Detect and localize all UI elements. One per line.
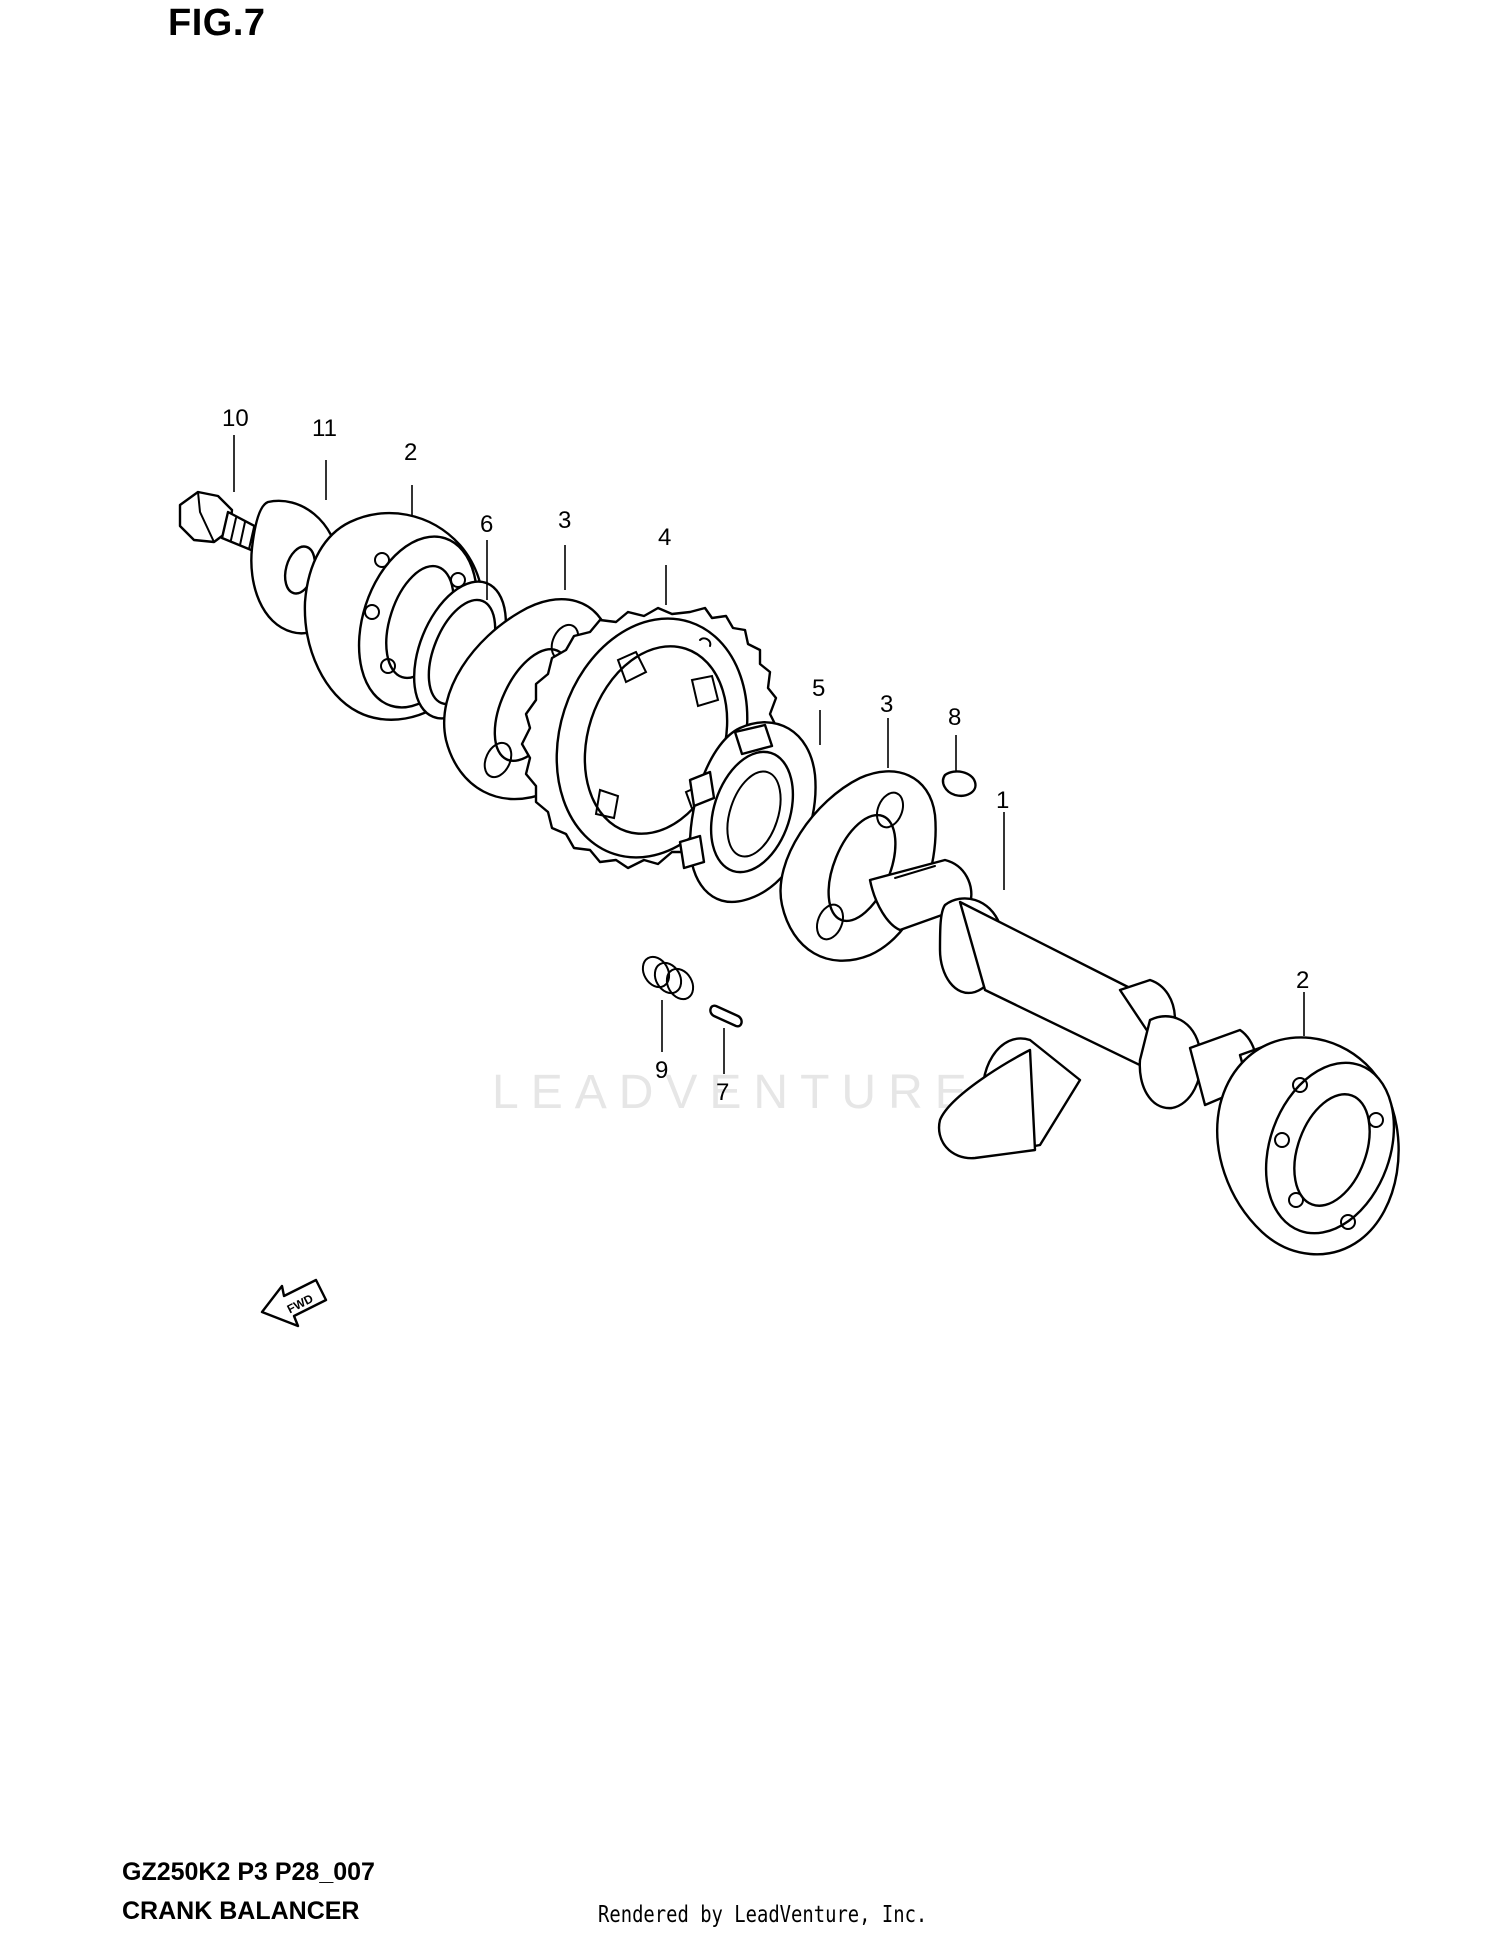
render-credit: Rendered by LeadVenture, Inc. — [598, 1902, 928, 1928]
balancer-shaft-part-1[interactable] — [868, 858, 1283, 1160]
figure-title: FIG.7 — [168, 2, 266, 44]
bolt-part-10[interactable] — [178, 490, 264, 554]
callout-7: 7 — [716, 1079, 729, 1106]
bearing-part-2-bottom[interactable] — [1216, 1036, 1416, 1256]
callout-4: 4 — [658, 524, 671, 551]
damper-part-5[interactable] — [678, 721, 817, 903]
callout-6: 6 — [480, 511, 493, 538]
callout-3-right: 3 — [880, 691, 893, 718]
key-part-8[interactable] — [941, 770, 977, 797]
spring-part-9[interactable] — [638, 952, 699, 1004]
callout-11: 11 — [312, 415, 337, 442]
leader-lines — [233, 435, 1305, 1074]
callout-10: 10 — [222, 405, 249, 432]
pin-part-7[interactable] — [709, 1004, 743, 1028]
fwd-arrow-icon: FWD — [260, 1278, 328, 1328]
watermark-text: LEADVENTURE — [492, 1066, 979, 1119]
assembly-name: CRANK BALANCER — [122, 1897, 360, 1925]
callout-5: 5 — [812, 675, 825, 702]
callout-9: 9 — [655, 1057, 668, 1084]
callout-3-left: 3 — [558, 507, 571, 534]
callout-1: 1 — [996, 787, 1009, 814]
callout-8: 8 — [948, 704, 961, 731]
callout-2-top: 2 — [404, 439, 417, 466]
callout-2-bottom: 2 — [1296, 967, 1309, 994]
model-code: GZ250K2 P3 P28_007 — [122, 1858, 375, 1886]
